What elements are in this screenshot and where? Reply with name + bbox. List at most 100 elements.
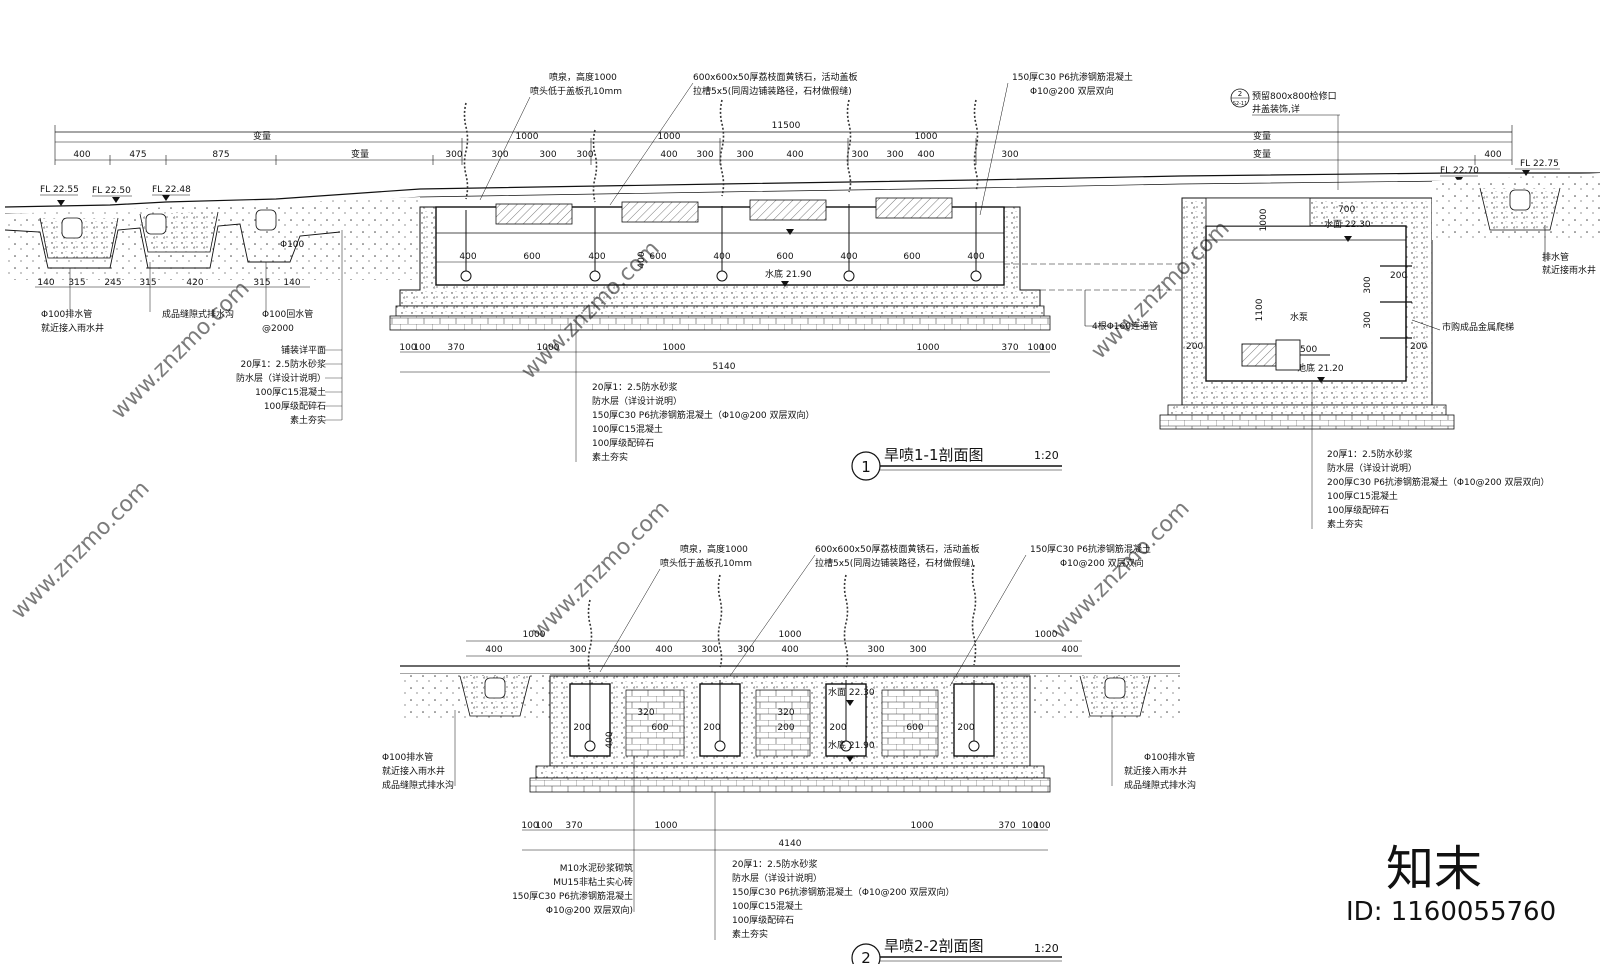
s1-bot-dim-1: 100 xyxy=(413,343,430,353)
s1-bot-dim-8: 100 xyxy=(1039,343,1056,353)
section-1-1: 11500 变量 1000 1000 1000 变量 400 475 875 变… xyxy=(4,71,1600,530)
section-2-number-circle xyxy=(851,943,881,964)
s2-wall-layer-1: MU15非粘土实心砖 xyxy=(553,876,633,888)
s1-fountain-l2: 喷头低于盖板孔10mm xyxy=(530,85,622,97)
left-dim-5: 315 xyxy=(253,278,270,288)
s2-bot-dim-0: 100 xyxy=(521,821,538,831)
s2-fountain-l1: 喷泉，高度1000 xyxy=(680,543,748,555)
dim-r2-9: 300 xyxy=(696,150,713,160)
s2-bot-dim-3: 1000 xyxy=(655,821,678,831)
section-2-title: 旱喷2-2剖面图 xyxy=(884,937,984,955)
s1-fountain-l1: 喷泉，高度1000 xyxy=(549,71,617,83)
s2-cell-dim-0: 200 xyxy=(573,723,590,733)
ladder-icon xyxy=(1380,260,1412,344)
pump-room-side-dim-0: 200 xyxy=(1186,342,1203,352)
s2-dim-r2-2: 300 xyxy=(613,645,630,655)
pump-layer-3: 100厚C15混凝土 xyxy=(1327,490,1398,502)
level-pit-bottom: 池底 21.20 xyxy=(1297,362,1344,374)
dim-r2-1: 475 xyxy=(129,150,146,160)
left-dim-6: 140 xyxy=(283,278,300,288)
s2-right-note-2: 成品缝隙式排水沟 xyxy=(1124,779,1196,791)
right-pipe-l1: 排水管 xyxy=(1542,251,1569,263)
s2-concrete-l2: Φ10@200 双层双向 xyxy=(1060,557,1144,569)
manhole-no: 2 xyxy=(1238,90,1242,98)
s1-concrete-l2: Φ10@200 双层双向 xyxy=(1030,85,1114,97)
s2-pool-layer-3: 100厚C15混凝土 xyxy=(732,900,803,912)
brand-id: ID: 1160055760 xyxy=(1346,897,1556,927)
brand-logo: 知末 xyxy=(1386,841,1482,897)
s2-right-note-1: 就近接入雨水井 xyxy=(1124,765,1187,777)
s2-pool-base-c15 xyxy=(535,765,1045,779)
dim-r2-8: 400 xyxy=(660,150,677,160)
paving-layer-4: 100厚级配碎石 xyxy=(264,400,326,412)
paving-layer-0: 铺装详平面 xyxy=(281,344,326,356)
inner-height: 400 xyxy=(637,251,647,268)
pool-layer-4: 100厚级配碎石 xyxy=(592,437,654,449)
level-water-surface2: 水面 22.30 xyxy=(1324,218,1371,230)
dim-r2-17: 400 xyxy=(1484,150,1501,160)
s2-inner-dim-3: 600 xyxy=(906,723,923,733)
pump-room-total-height: 1100 xyxy=(1255,298,1265,321)
s2-slab-l1: 600x600x50厚荔枝面黄锈石，活动盖板 xyxy=(815,543,979,555)
paving-layer-2: 防水层（详设计说明） xyxy=(236,372,326,384)
inner-dim-2: 400 xyxy=(588,252,605,262)
pool-layer-0: 20厚1：2.5防水砂浆 xyxy=(592,381,678,393)
s2-dim-r1-1: 1000 xyxy=(779,630,802,640)
inner-dim-1: 600 xyxy=(523,252,540,262)
s1-bot-dim-0: 100 xyxy=(399,343,416,353)
s2-wall-layer-2: 150厚C30 P6抗渗钢筋混凝土 xyxy=(512,890,633,902)
s2-bot-dim-4: 1000 xyxy=(911,821,934,831)
section-2-2: 1000 1000 1000 400 300 300 400 300 300 4… xyxy=(382,543,1196,964)
s2-pool-layer-4: 100厚级配碎石 xyxy=(732,914,794,926)
watermark-5: www.znzmo.com xyxy=(527,496,675,644)
s2-dim-r2-7: 300 xyxy=(867,645,884,655)
water-surface-marker xyxy=(786,229,794,235)
s2-dim-r2-5: 300 xyxy=(737,645,754,655)
pump-room-chamber xyxy=(1205,225,1407,382)
right-pipe-l2: 就近接雨水井 xyxy=(1542,264,1596,276)
left-pipe3: Φ100 xyxy=(280,240,305,250)
inner-dim-4: 400 xyxy=(713,252,730,262)
s2-concrete-l1: 150厚C30 P6抗渗钢筋混凝土 xyxy=(1030,543,1151,555)
s2-cell-dim-3: 200 xyxy=(829,723,846,733)
left-pipe2-l2: @2000 xyxy=(262,324,294,334)
section-2-scale: 1:20 xyxy=(1034,942,1059,955)
inner-dim-5: 600 xyxy=(776,252,793,262)
dim-r2-4: 300 xyxy=(445,150,462,160)
manhole-l1: 预留800x800检修口 xyxy=(1252,90,1337,102)
section-1-number: 1 xyxy=(861,458,871,476)
s2-fountain-nozzles xyxy=(584,680,980,752)
level-water-bottom: 水底 21.90 xyxy=(765,268,812,280)
dim-r2-10: 300 xyxy=(736,150,753,160)
dim-r2-16: 变量 xyxy=(1253,148,1271,160)
dim-r2-5: 300 xyxy=(491,150,508,160)
level-fl5: FL 22.75 xyxy=(1520,159,1559,169)
ladder-dim-0: 200 xyxy=(1390,271,1407,281)
pool-layer-5: 素土夯实 xyxy=(592,451,628,463)
paving-surface xyxy=(4,172,1600,208)
s2-cell-height: 400 xyxy=(605,731,615,748)
s2-dim-r2-1: 300 xyxy=(569,645,586,655)
s2-dim-r2-9: 400 xyxy=(1061,645,1078,655)
pump-label: 水泵 xyxy=(1290,311,1308,323)
dim-r1-2: 1000 xyxy=(658,132,681,142)
pool-layer-3: 100厚C15混凝土 xyxy=(592,423,663,435)
dim-r1-1: 1000 xyxy=(516,132,539,142)
left-dim-4: 420 xyxy=(186,278,203,288)
left-dim-0: 140 xyxy=(37,278,54,288)
s2-bot-dim-6: 100 xyxy=(1021,821,1038,831)
dim-r1-4: 变量 xyxy=(1253,130,1271,142)
s2-wall-layer-3: Φ10@200 双层双向) xyxy=(546,904,633,916)
cover-slab-2 xyxy=(621,201,699,223)
dim-r2-14: 400 xyxy=(917,150,934,160)
dim-r1-0: 变量 xyxy=(253,130,271,142)
s2-pool-layer-1: 防水层（详设计说明） xyxy=(732,872,822,884)
s1-bot-dim-5: 1000 xyxy=(917,343,940,353)
pump-layer-0: 20厚1：2.5防水砂浆 xyxy=(1327,448,1413,460)
pump-icon xyxy=(1241,339,1330,371)
pump-room-top-width: 700 xyxy=(1338,205,1355,215)
s1-bot-dim-7: 100 xyxy=(1027,343,1044,353)
watermark-4: www.znzmo.com xyxy=(7,476,155,624)
left-trench: 成品缝隙式排水沟 xyxy=(162,308,234,320)
